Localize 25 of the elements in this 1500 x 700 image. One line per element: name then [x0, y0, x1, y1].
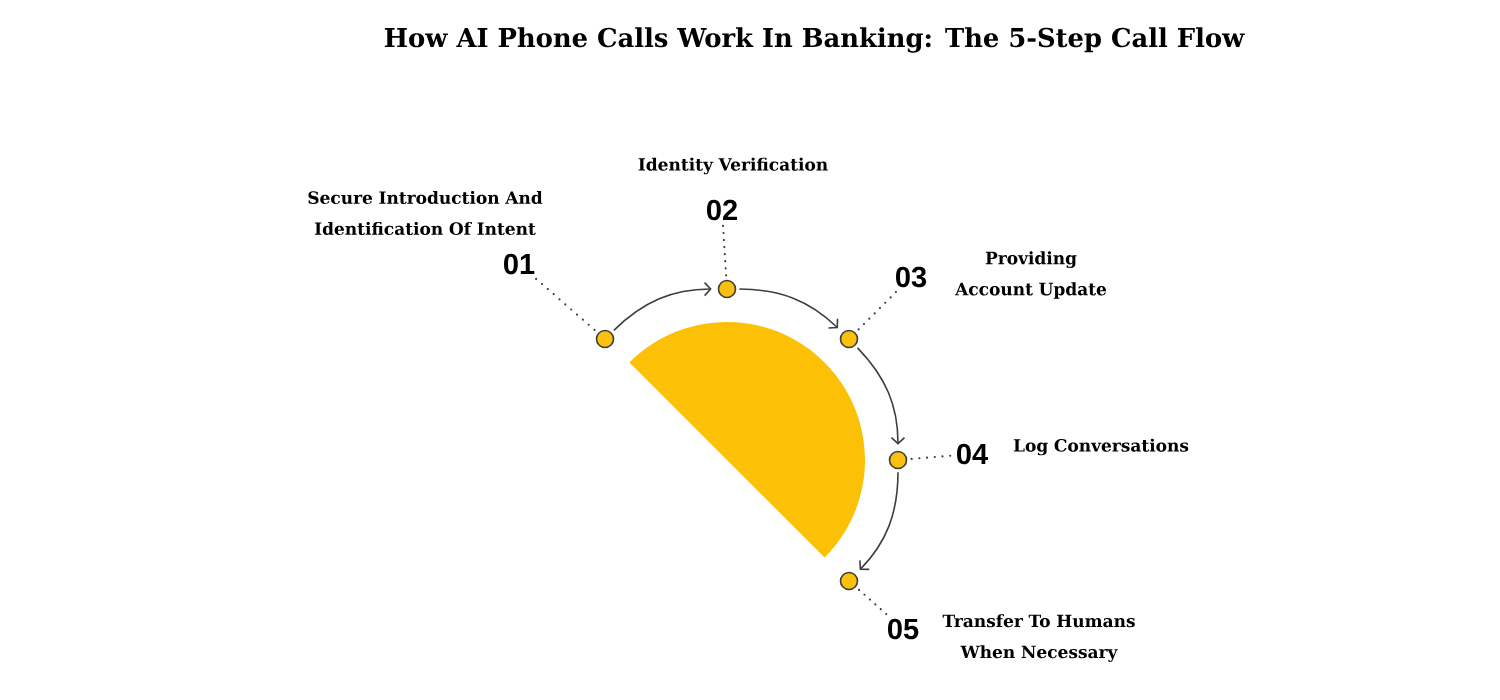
step-dot: [595, 329, 615, 349]
step-title: Identity Verification: [638, 157, 828, 175]
step-dot: [839, 329, 859, 349]
step-title: Log Conversations: [1013, 438, 1189, 456]
step-dot: [717, 279, 737, 299]
leader-line: [721, 224, 728, 277]
title: How AI Phone Calls Work In Banking: The 5-Step Call Flow: [384, 27, 1245, 53]
leader-line: [857, 588, 888, 616]
arrow: [856, 347, 906, 445]
arrow: [859, 471, 899, 571]
step-title: Secure Introduction And Identification Of Intent: [308, 190, 543, 236]
step-title: Transfer To Humans When Necessary: [942, 614, 1135, 662]
step-dot: [839, 571, 859, 591]
leader-line: [857, 291, 897, 331]
step-number: 02: [707, 199, 737, 221]
leader-line: [910, 454, 952, 460]
step-number: 04: [957, 443, 988, 465]
step-number: 01: [504, 253, 535, 275]
leader-line: [535, 277, 597, 332]
step-number: 03: [896, 266, 927, 288]
step-dot: [888, 450, 908, 470]
arrow: [738, 288, 839, 329]
arrow: [613, 281, 712, 332]
step-number: 05: [888, 618, 919, 640]
step-title: Providing Account Update: [955, 251, 1107, 299]
